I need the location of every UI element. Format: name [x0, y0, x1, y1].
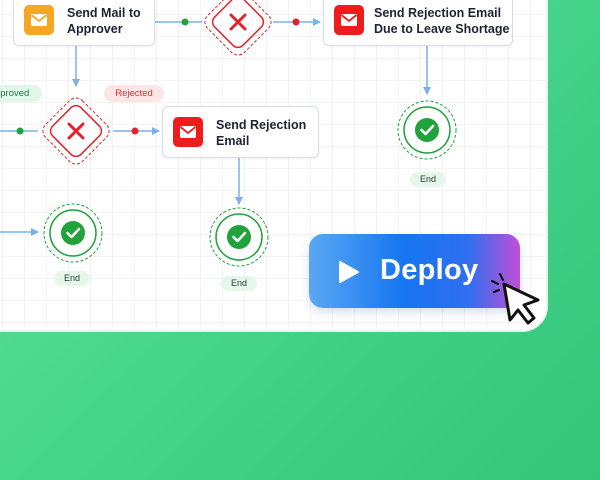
deploy-button[interactable]: Deploy [309, 234, 520, 308]
end-node-leave[interactable] [396, 99, 458, 161]
connector-dot-red [292, 18, 300, 26]
pointer-cursor-icon [490, 272, 540, 325]
node-label: Send Mail to Approver [67, 6, 141, 36]
node-label: Send Rejection Email Due to Leave Shorta… [374, 6, 510, 36]
node-send-rejection[interactable]: Send Rejection Email [162, 106, 319, 158]
workflow-canvas[interactable]: Send Mail to Approver Send Rejection Ema… [0, 0, 548, 332]
branch-label-rejected: Rejected [104, 85, 164, 102]
connector-dot-red-2 [131, 127, 139, 135]
connector-dot-green [181, 18, 189, 26]
decision-diamond-top[interactable] [203, 0, 273, 57]
node-label: Send Rejection Email [216, 118, 307, 148]
node-send-mail-approver[interactable]: Send Mail to Approver [13, 0, 155, 46]
mail-icon [24, 5, 54, 35]
check-badge-icon [43, 203, 103, 263]
close-icon [67, 122, 85, 140]
close-icon [229, 13, 247, 31]
decision-diamond-mid[interactable] [41, 96, 111, 166]
end-node-approved[interactable] [42, 202, 104, 264]
end-label: End [54, 271, 90, 286]
end-label: End [410, 172, 446, 187]
check-badge-icon [397, 100, 457, 160]
mail-icon [334, 5, 364, 35]
mail-icon [173, 117, 203, 147]
branch-label-approved: Approved [0, 85, 42, 102]
end-label: End [221, 276, 257, 291]
deploy-label: Deploy [380, 254, 479, 286]
node-send-rejection-leave[interactable]: Send Rejection Email Due to Leave Shorta… [323, 0, 513, 46]
play-icon [339, 261, 359, 283]
connectors [0, 18, 431, 236]
connector-dot-green-2 [16, 127, 24, 135]
check-badge-icon [209, 207, 269, 267]
end-node-rejected[interactable] [208, 206, 270, 268]
